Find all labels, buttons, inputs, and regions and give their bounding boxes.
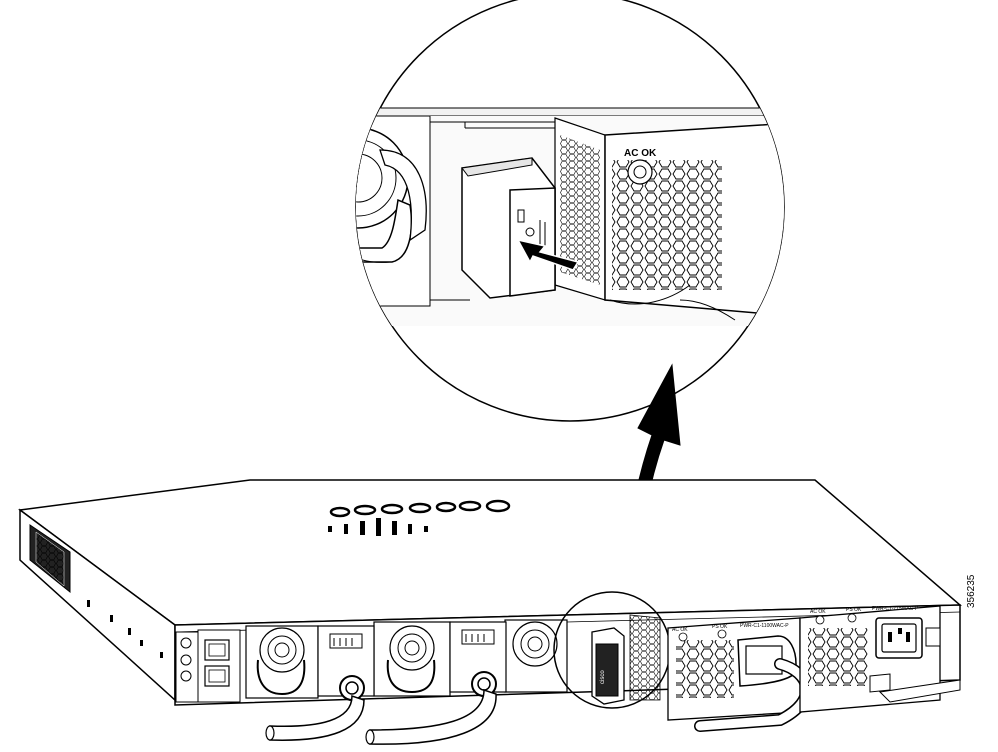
fan-module-1 <box>245 625 319 699</box>
zoom-detail: AC OK <box>355 0 785 422</box>
zoom-ac-ok-label: AC OK <box>624 148 657 159</box>
psu2-ac-ok-label: AC OK <box>810 609 826 615</box>
switch-chassis: cisco AC OK PS OK PWR-C1-1100WAC-P AC OK <box>18 479 962 745</box>
psu1-ps-ok-label: PS OK <box>712 624 728 630</box>
zoom-vent-panel <box>554 117 606 301</box>
rj45-port <box>204 639 230 661</box>
psu1-model-label: PWR-C1-1100WAC-P <box>740 623 789 629</box>
psu2-ps-ok-label: PS OK <box>846 607 862 613</box>
cisco-logo-icon <box>328 499 511 536</box>
psu2-model-label: PWR-C1-715WAC-P <box>872 606 919 612</box>
psu1-ac-ok-label: AC OK <box>672 627 688 633</box>
side-vent <box>29 524 71 594</box>
blank-module: cisco <box>591 614 661 705</box>
push-arrow-icon <box>516 238 580 271</box>
power-supply-1: AC OK PS OK PWR-C1-1100WAC-P <box>667 617 813 732</box>
figure-number: 356235 <box>966 574 977 608</box>
ac-power-inlet <box>875 617 923 659</box>
stack-module-1 <box>317 625 375 701</box>
zoom-blank-module <box>461 157 556 299</box>
fan-module-2 <box>373 621 451 697</box>
stack-cables <box>265 688 497 745</box>
blank-module-label: cisco <box>600 670 606 684</box>
power-supply-2: AC OK PS OK PWR-C1-715WAC-P <box>799 605 941 713</box>
stack-module-2 <box>449 621 507 697</box>
rj45-port <box>204 665 230 687</box>
console-panel <box>175 629 241 703</box>
zoom-power-supply: AC OK <box>604 119 784 321</box>
